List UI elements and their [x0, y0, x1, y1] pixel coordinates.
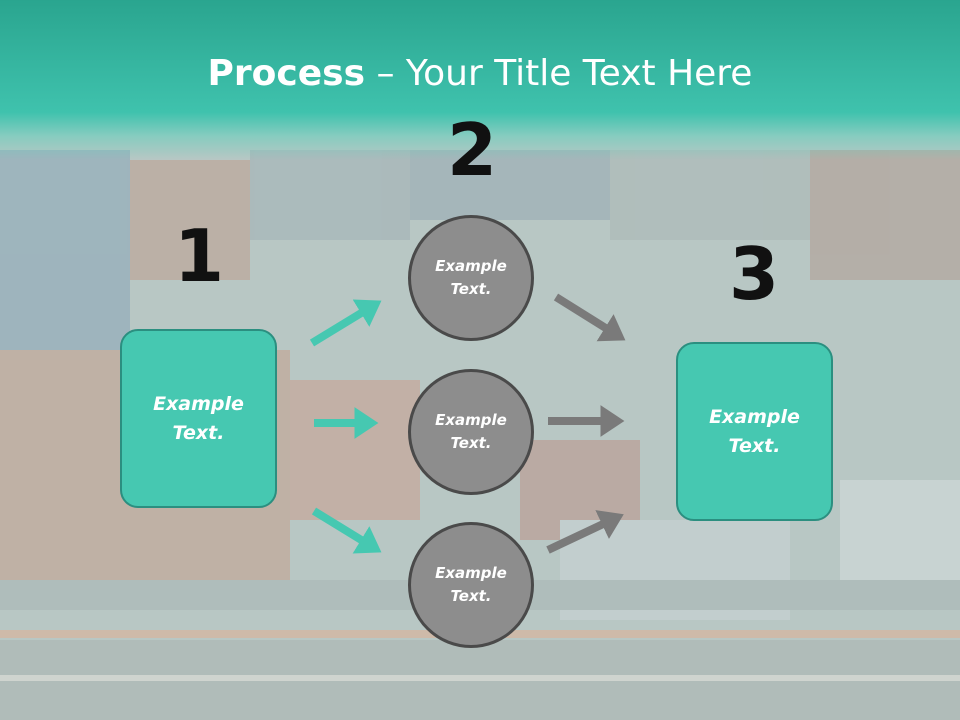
step-2-circle-2-text: Example Text.: [435, 411, 507, 452]
step-1-text: Example Text.: [153, 392, 244, 444]
step-1-number: 1: [173, 214, 225, 298]
step-3-box: Example Text.: [676, 342, 833, 521]
arrow-1-to-2a: [309, 299, 382, 347]
step-2-circle-1: Example Text.: [408, 215, 534, 341]
step-2-circle-1-text: Example Text.: [435, 257, 507, 298]
step-2-circle-2: Example Text.: [408, 369, 534, 495]
step-2-circle-3: Example Text.: [408, 522, 534, 648]
header-band: [0, 0, 960, 160]
arrow-1-to-2c: [311, 507, 382, 554]
arrow-2c-to-3: [546, 510, 624, 554]
title-separator: –: [365, 53, 406, 94]
arrow-2a-to-3: [553, 293, 626, 342]
title-rest: Your Title Text Here: [405, 53, 753, 94]
step-3-text: Example Text.: [709, 405, 800, 457]
title-bold: Process: [207, 53, 366, 94]
step-3-number: 3: [728, 232, 780, 316]
step-2-circle-3-text: Example Text.: [435, 564, 507, 605]
step-2-number: 2: [446, 108, 498, 192]
slide-title: Process – Your Title Text Here: [0, 52, 960, 96]
step-1-box: Example Text.: [120, 329, 277, 508]
